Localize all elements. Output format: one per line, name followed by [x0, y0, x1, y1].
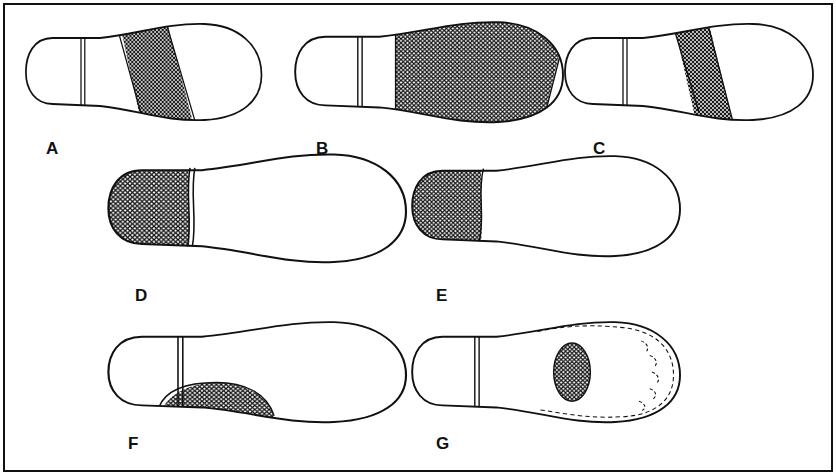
sole-g — [412, 322, 680, 422]
panel-letter: E — [436, 287, 447, 304]
panel-letter: D — [135, 287, 147, 304]
sole-b — [295, 18, 563, 127]
sole-d — [106, 150, 406, 273]
sole-f — [108, 322, 406, 461]
panel-letter: C — [593, 140, 605, 157]
sole-c — [565, 20, 813, 130]
panel-letter: A — [46, 140, 58, 157]
panel-letter: B — [316, 140, 328, 157]
sole-e — [410, 152, 680, 266]
panel-letter: F — [128, 435, 138, 452]
sole-a — [26, 20, 262, 130]
frame — [4, 4, 832, 471]
panel-letter: G — [436, 435, 449, 452]
